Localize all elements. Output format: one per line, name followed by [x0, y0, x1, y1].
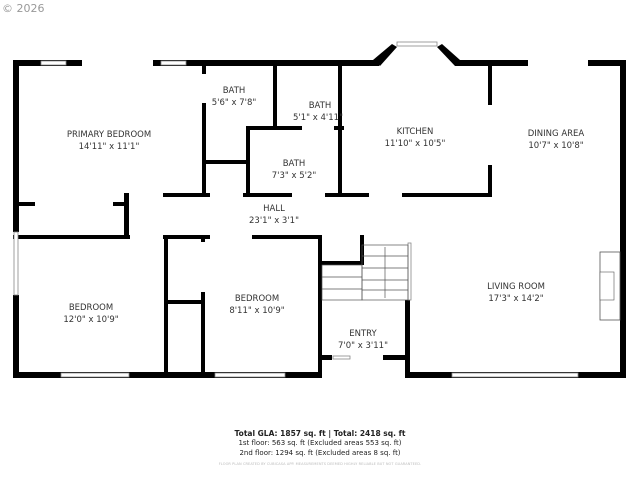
- room-label-hall: HALL: [263, 204, 285, 214]
- first-floor-area: 1st floor: 563 sq. ft (Excluded areas 55…: [238, 439, 402, 447]
- room-label-living-room: LIVING ROOM: [487, 282, 545, 292]
- room-size-bedroom: 12'0" x 10'9": [63, 315, 118, 325]
- room-label-primary-bedroom: PRIMARY BEDROOM: [67, 130, 151, 140]
- total-area: Total GLA: 1857 sq. ft | Total: 2418 sq.…: [234, 429, 406, 438]
- room-size-primary-bedroom: 14'11" x 11'1": [79, 142, 140, 152]
- room-label-entry: ENTRY: [349, 329, 377, 339]
- fireplace: [599, 251, 621, 321]
- room-label-bath: BATH: [223, 86, 246, 96]
- room-label-bedroom: BEDROOM: [235, 294, 279, 304]
- floor-plan: PRIMARY BEDROOM 14'11" x 11'1" BATH 5'6"…: [13, 41, 626, 378]
- windows: [13, 41, 579, 378]
- room-label-bath: BATH: [309, 101, 332, 111]
- room-size-dining-area: 10'7" x 10'8": [528, 141, 583, 151]
- room-size-living-room: 17'3" x 14'2": [488, 294, 543, 304]
- room-label-bath: BATH: [283, 159, 306, 169]
- room-size-bath: 5'1" x 4'11": [293, 113, 343, 123]
- room-label-kitchen: KITCHEN: [397, 127, 434, 137]
- stairs: [321, 244, 409, 301]
- walls: [13, 44, 626, 378]
- room-size-bath: 7'3" x 5'2": [272, 171, 317, 181]
- copyright-watermark: © 2026: [2, 2, 45, 15]
- room-size-entry: 7'0" x 3'11": [338, 341, 388, 351]
- room-size-bath: 5'6" x 7'8": [212, 98, 257, 108]
- room-size-bedroom: 8'11" x 10'9": [229, 306, 284, 316]
- second-floor-area: 2nd floor: 1294 sq. ft (Excluded areas 8…: [239, 449, 401, 457]
- room-label-dining-area: DINING AREA: [528, 129, 585, 139]
- room-size-kitchen: 11'10" x 10'5": [385, 139, 446, 149]
- room-label-bedroom: BEDROOM: [69, 303, 113, 313]
- disclaimer: FLOOR PLAN CREATED BY CUBICASA APP. MEAS…: [218, 462, 422, 466]
- room-size-hall: 23'1" x 3'1": [249, 216, 299, 226]
